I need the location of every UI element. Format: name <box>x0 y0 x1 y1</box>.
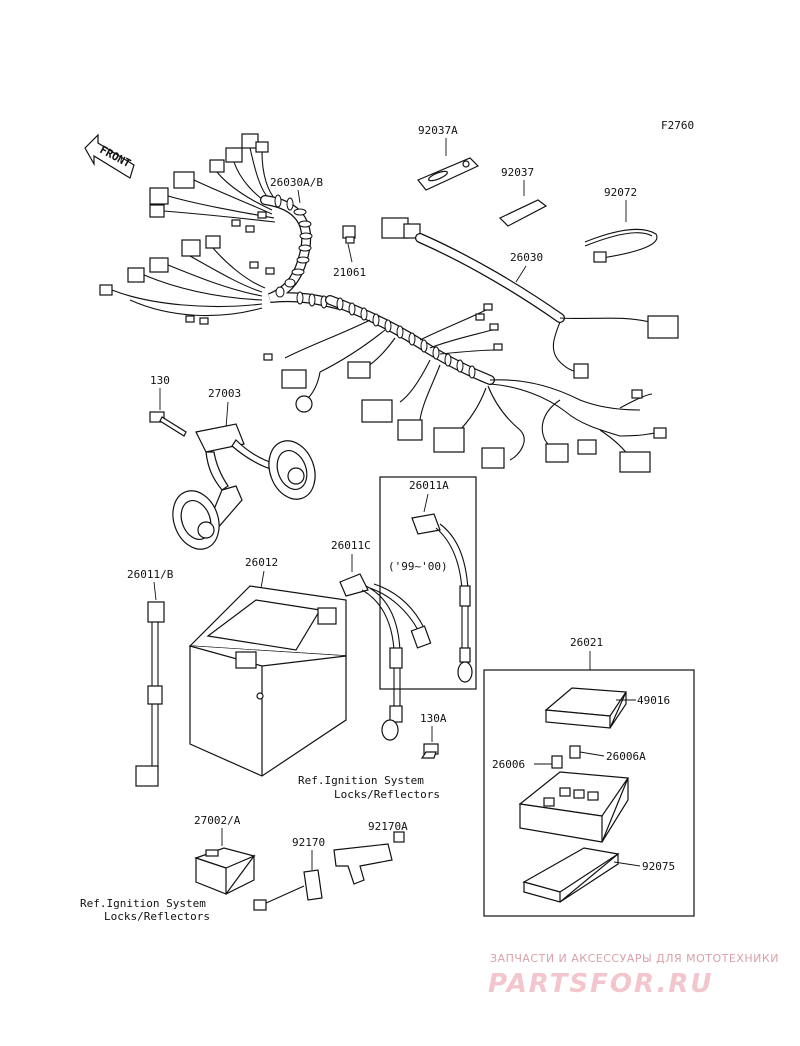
strap-92037 <box>498 199 548 227</box>
bracket-92170a <box>333 831 405 885</box>
ref-text-2-line2: Locks/Reflectors <box>104 910 210 923</box>
label-26021: 26021 <box>570 636 603 649</box>
battery-26012 <box>188 585 347 777</box>
fuse-box <box>518 771 630 843</box>
label-130: 130 <box>150 374 170 387</box>
cable-26011c <box>339 573 432 741</box>
label-26006: 26006 <box>492 758 525 771</box>
cable-26011a <box>411 513 473 683</box>
label-92037a: 92037A <box>418 124 458 137</box>
watermark-brand: PARTSFOR.RU <box>488 969 713 999</box>
label-92170a: 92170A <box>368 820 408 833</box>
clip-21061 <box>342 225 356 244</box>
ref-text-1-line2: Locks/Reflectors <box>334 788 440 801</box>
label-26011c: 26011C <box>331 539 371 552</box>
band-92072 <box>584 228 658 263</box>
label-92072: 92072 <box>604 186 637 199</box>
label-92170: 92170 <box>292 836 325 849</box>
label-26012: 26012 <box>245 556 278 569</box>
label-49016: 49016 <box>637 694 670 707</box>
label-26011a: 26011A <box>409 479 449 492</box>
strap-92037a <box>417 157 480 191</box>
fuse-tray-92075 <box>522 847 620 903</box>
fuse-26006 <box>551 755 563 769</box>
cable-26011b <box>135 601 165 787</box>
label-26006a: 26006A <box>606 750 646 763</box>
bolt-130 <box>149 411 187 437</box>
label-26011b: 26011/B <box>127 568 174 581</box>
front-arrow-icon: FRONT <box>84 133 135 179</box>
horn-27003 <box>172 423 316 550</box>
label-years: ('99~'00) <box>388 560 448 573</box>
label-92075: 92075 <box>642 860 675 873</box>
label-92037: 92037 <box>501 166 534 179</box>
label-26030: 26030 <box>510 251 543 264</box>
relay-27002a <box>194 847 256 895</box>
label-27002a: 27002/A <box>194 814 241 827</box>
bracket-92170 <box>253 869 323 911</box>
ref-text-1-line1: Ref.Ignition System <box>298 774 424 787</box>
fuse-cover-49016 <box>544 687 628 729</box>
label-26030ab: 26030A/B <box>270 176 323 189</box>
watermark-tagline: ЗАПЧАСТИ И АКСЕССУАРЫ ДЛЯ МОТОТЕХНИКИ <box>490 952 779 965</box>
label-21061: 21061 <box>333 266 366 279</box>
fuse-26006a <box>569 745 581 759</box>
label-27003: 27003 <box>208 387 241 400</box>
main-wiring-harness <box>263 217 679 473</box>
wiring-harness-front <box>99 133 345 325</box>
ref-text-2-line1: Ref.Ignition System <box>80 897 206 910</box>
label-130a: 130A <box>420 712 447 725</box>
bolt-130a <box>420 743 439 759</box>
figure-code: F2760 <box>661 119 694 132</box>
